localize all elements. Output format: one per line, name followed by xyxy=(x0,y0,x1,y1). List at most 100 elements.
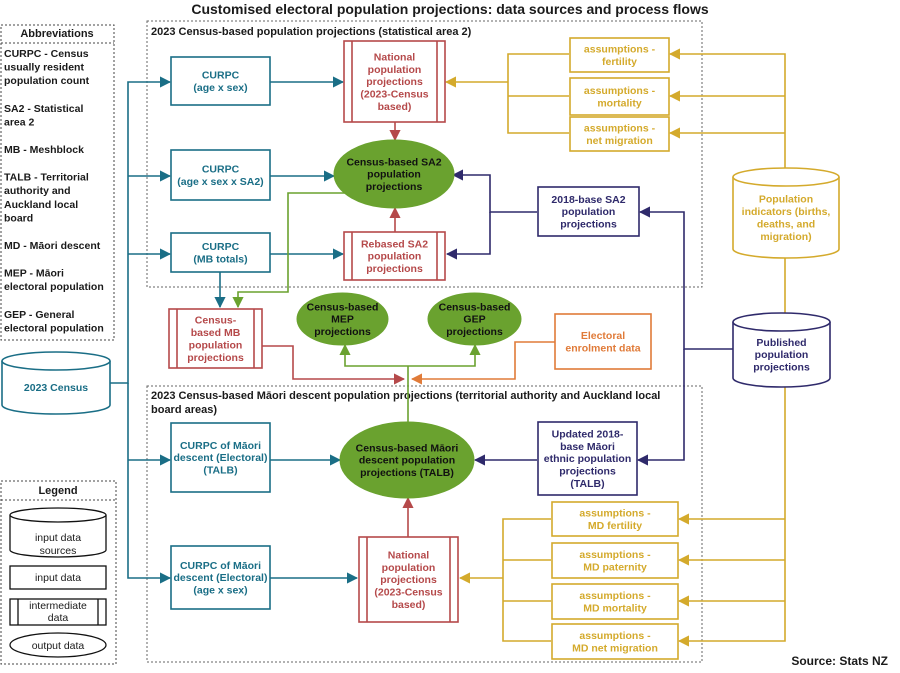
legend-intermediate-label: intermediate xyxy=(29,600,87,612)
national_top-label-line: National xyxy=(374,51,416,63)
national_bottom-label-line: (2023-Census xyxy=(374,587,442,599)
census_mep-label-line: MEP xyxy=(331,314,354,326)
node-md-mortality: assumptions -MD mortality xyxy=(551,583,679,620)
updated_2018-label-line: base Māori xyxy=(560,441,615,453)
national_bottom-label-line: based) xyxy=(392,599,426,611)
base2018_sa2-label-line: projections xyxy=(560,219,617,231)
legend-ellipse-icon xyxy=(9,632,107,658)
national_top-label-line: projections xyxy=(366,76,423,88)
census_mep-label-line: projections xyxy=(314,326,371,338)
arrow-census-mb-to-mep-gep xyxy=(262,345,406,385)
census_sa2-label-line: Census-based SA2 xyxy=(346,156,441,168)
census_mb-label-line: Census- xyxy=(195,315,237,327)
published-label-line: population xyxy=(755,349,809,361)
rebased_sa2-label-line: Rebased SA2 xyxy=(361,238,428,250)
md_fertility-label-line: MD fertility xyxy=(588,520,642,532)
census_md_talb-label-line: Census-based Māori xyxy=(356,442,459,454)
census_sa2-label-line: population xyxy=(367,169,421,181)
arrow-md-assumptions-to-national-bottom xyxy=(460,518,551,642)
national_bottom-label-line: population xyxy=(382,562,436,574)
arrow-2018-sa2-to-census-sa2 xyxy=(451,169,537,213)
node-curpc-age-sex: CURPC(age x sex) xyxy=(170,56,271,106)
node-md-fertility: assumptions -MD fertility xyxy=(551,501,679,537)
updated_2018-label-line: ethnic population xyxy=(544,453,632,465)
curpc_md_age-label-line: CURPC of Māori xyxy=(180,560,261,572)
region-md: 2023 Census-based Māori descent populati… xyxy=(146,385,703,663)
md_paternity-label-line: MD paternity xyxy=(583,561,647,573)
arrow-assumptions-to-national-top xyxy=(446,53,569,134)
rebased_sa2-label-line: projections xyxy=(366,263,423,275)
md_migration-label-line: assumptions - xyxy=(579,630,651,642)
assump_fertility-label-line: fertility xyxy=(602,56,637,68)
electoral_enrol-label-line: enrolment data xyxy=(565,342,640,354)
legend-output-label: output data xyxy=(32,640,85,652)
census_mb-label-line: projections xyxy=(187,352,244,364)
md_migration-label-line: MD net migration xyxy=(572,642,658,654)
abbreviation-line: usually resident xyxy=(4,62,84,74)
legend-input-data-label: input data xyxy=(35,572,81,584)
census_gep-label-line: Census-based xyxy=(439,301,511,313)
legend-input-sources-label-2: sources xyxy=(40,545,77,557)
node-md-paternity: assumptions -MD paternity xyxy=(551,542,679,579)
md_mortality-label-line: assumptions - xyxy=(579,590,651,602)
assump_migration-label-line: assumptions - xyxy=(584,122,656,134)
arrow-hub-to-mep xyxy=(339,343,408,367)
arrow-census-sa2-to-census-mb xyxy=(232,192,360,309)
abbreviation-line: TALB - Territorial xyxy=(4,172,89,184)
published-label-line: Published xyxy=(756,337,806,349)
census_sa2-label-line: projections xyxy=(366,181,423,193)
abbreviation-line: CURPC - Census xyxy=(4,48,89,60)
census_gep-label-line: projections xyxy=(446,326,503,338)
assump_mortality-label-line: mortality xyxy=(597,97,642,109)
national_top-label-line: based) xyxy=(378,101,412,113)
node-national-top: Nationalpopulationprojections(2023-Censu… xyxy=(343,40,446,123)
node-census: 2023 Census xyxy=(1,351,111,415)
curpc_sa2-label-line: CURPC xyxy=(202,163,240,175)
legend-rect-icon xyxy=(9,565,107,590)
census_md_talb-label-line: projections (TALB) xyxy=(360,467,454,479)
base2018_sa2-label-line: 2018-base SA2 xyxy=(551,194,625,206)
arrow-census-to-curpc-md-talb xyxy=(127,383,172,584)
arrow-census-to-curpc-age-sex xyxy=(110,76,172,384)
abbreviation-line: MD - Māori descent xyxy=(4,240,101,252)
legend-input-sources-label: input data xyxy=(35,532,81,544)
legend-intermediate-label-2: data xyxy=(48,612,69,624)
node-assump-fertility: assumptions -fertility xyxy=(569,37,670,73)
national_bottom-label-line: National xyxy=(388,549,430,561)
legend-heading: Legend xyxy=(38,485,77,497)
abbreviation-line: GEP - General xyxy=(4,309,75,321)
curpc_mb-label-line: CURPC xyxy=(202,241,240,253)
abbreviation-line: MB - Meshblock xyxy=(4,144,84,156)
assump_mortality-label-line: assumptions - xyxy=(584,85,656,97)
published-label-line: projections xyxy=(753,362,810,374)
abbreviation-line: authority and xyxy=(4,185,71,197)
legend-cylinder-icon xyxy=(9,507,107,558)
region-md-label: 2023 Census-based Māori descent populati… xyxy=(151,390,660,402)
abbreviation-line: SA2 - Statistical xyxy=(4,103,83,115)
md_mortality-label-line: MD mortality xyxy=(583,602,647,614)
curpc_age_sex-label-line: CURPC xyxy=(202,69,240,81)
curpc_mb-label-line: (MB totals) xyxy=(193,253,247,265)
node-national-bottom: Nationalpopulationprojections(2023-Censu… xyxy=(358,536,459,623)
pop_indicators-label-line: deaths, and xyxy=(757,218,815,230)
arrow-indicators-to-md-fertility xyxy=(677,253,786,647)
curpc_md_age-label-line: (age x sex) xyxy=(193,585,247,597)
source-note: Source: Stats NZ xyxy=(791,654,888,668)
arrow-published-to-2018-sa2 xyxy=(638,206,733,350)
national_top-label-line: population xyxy=(368,64,422,76)
national_top-label-line: (2023-Census xyxy=(360,89,428,101)
legend-process-icon xyxy=(9,598,107,626)
abbreviation-line: area 2 xyxy=(4,116,35,128)
